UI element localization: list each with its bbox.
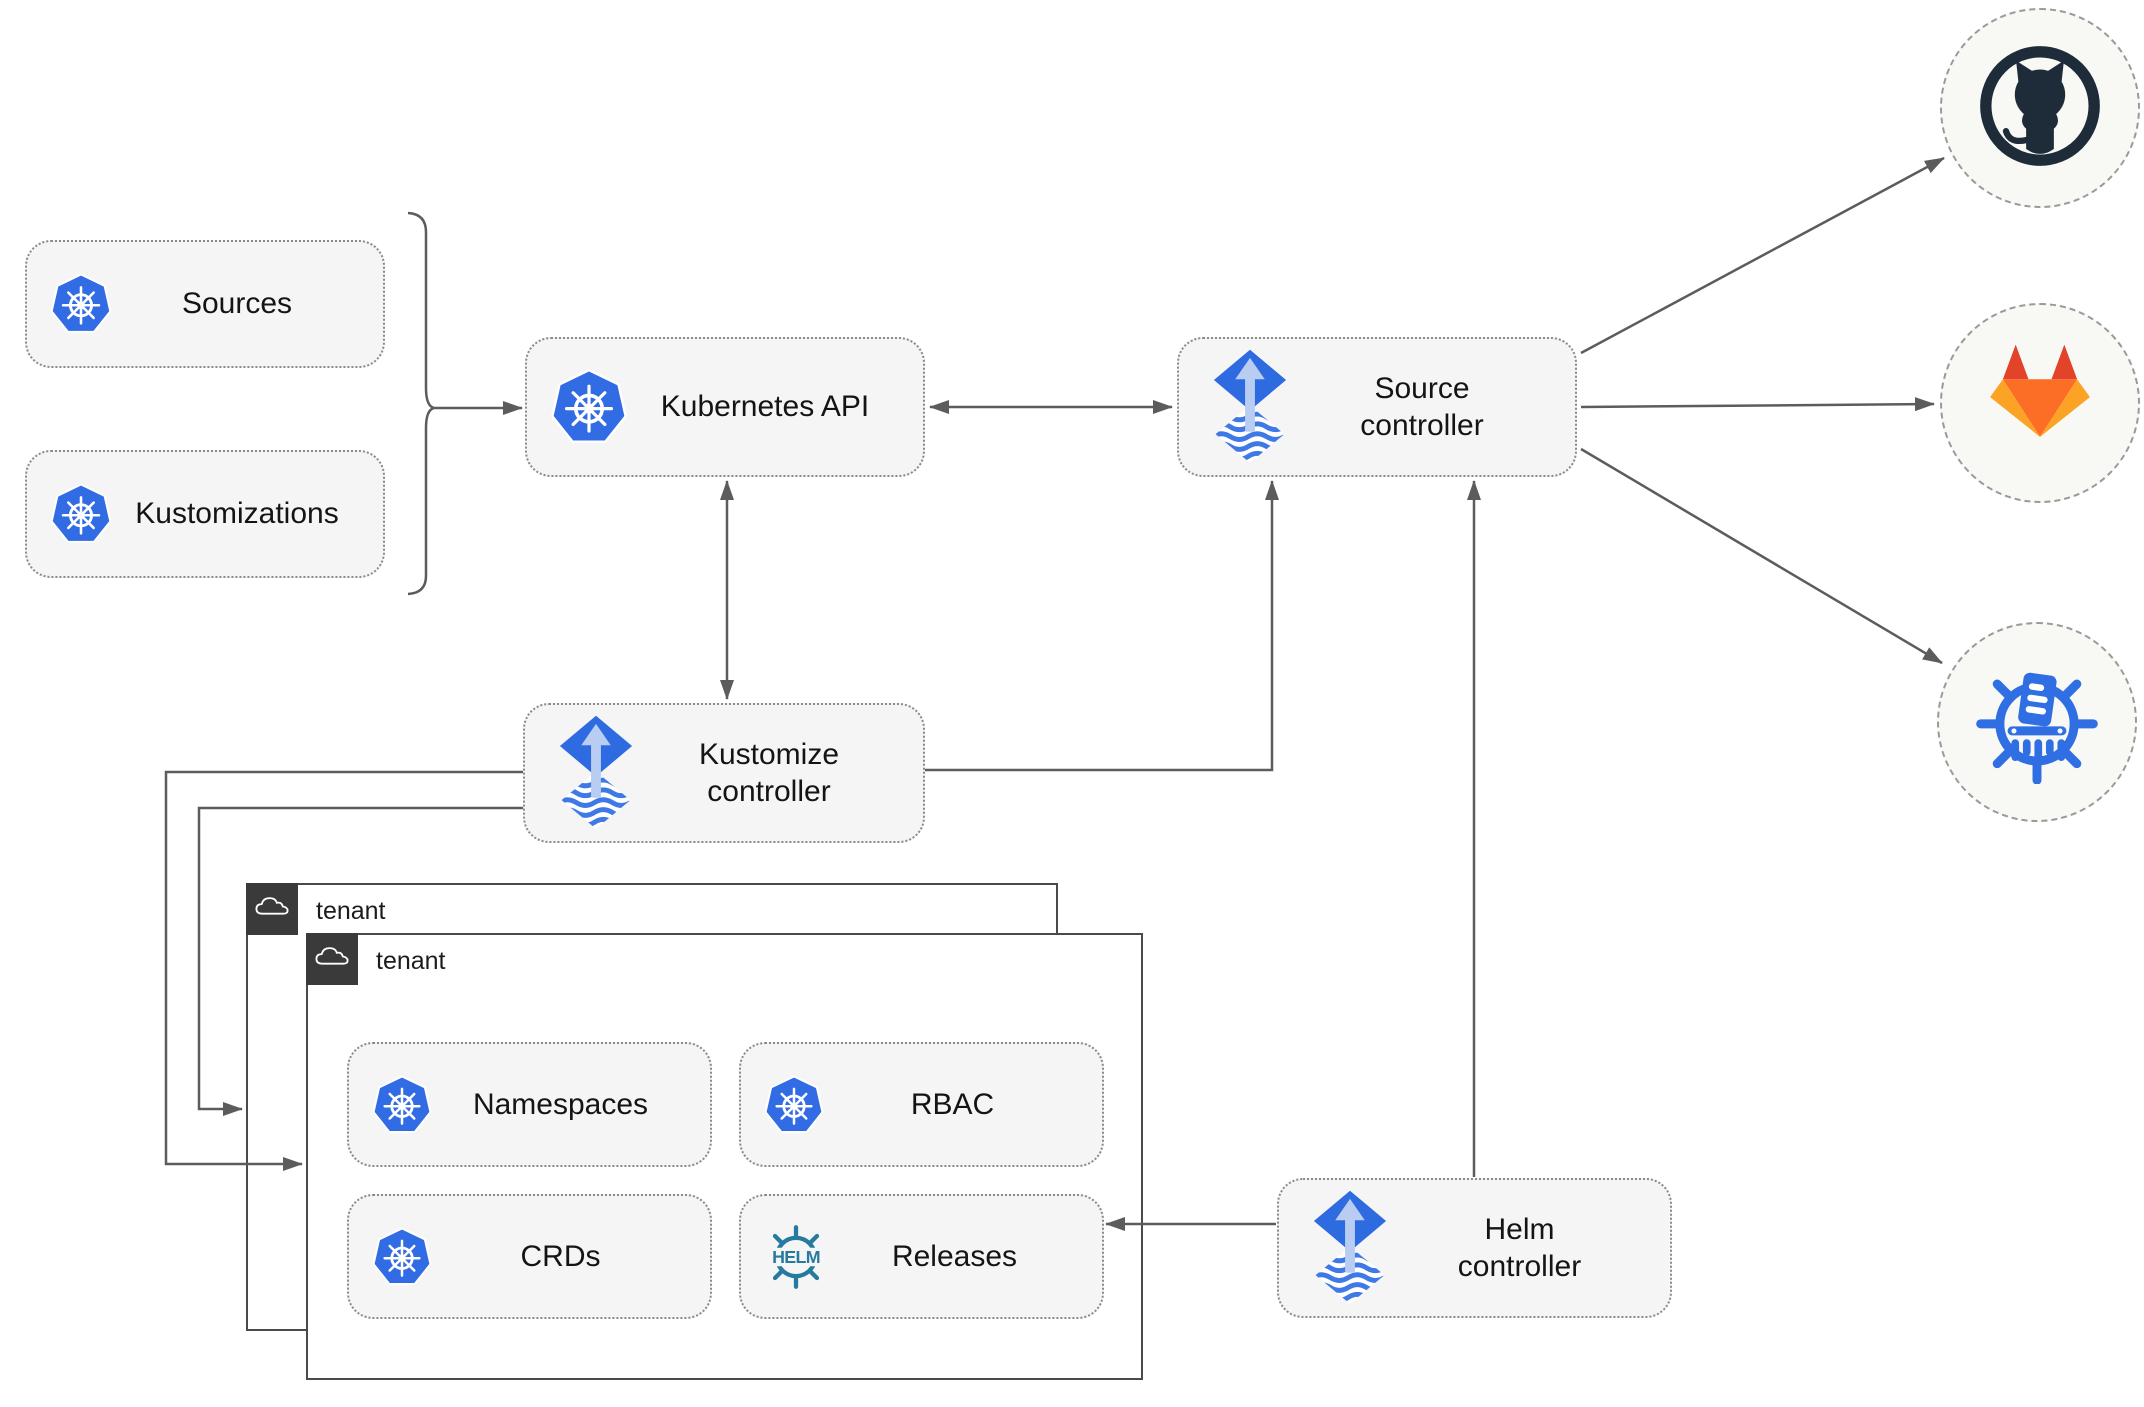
node-label: Kubernetes API	[660, 390, 870, 424]
kubernetes-icon	[49, 482, 113, 546]
node-source-controller: Source controller	[1177, 337, 1577, 477]
tenant-header	[305, 932, 358, 985]
node-label: Namespaces	[472, 1087, 649, 1121]
kubernetes-icon	[549, 367, 629, 447]
node-label: Helm controller	[1391, 1211, 1648, 1286]
helm-icon	[763, 1224, 829, 1290]
kubernetes-icon	[371, 1074, 433, 1136]
external-target-harbor	[1937, 622, 2137, 822]
flux-icon	[1309, 1189, 1391, 1308]
github-logo-icon	[1977, 43, 2103, 174]
node-label-line1: Kustomize	[698, 737, 840, 771]
tenant-label: tenant	[376, 947, 446, 975]
node-label: Kustomize controller	[637, 736, 901, 811]
cloud-icon	[254, 893, 290, 925]
kubernetes-icon	[763, 1074, 825, 1136]
node-label-line1: Source	[1374, 371, 1470, 405]
node-kustomizations: Kustomizations	[25, 450, 385, 578]
external-target-github	[1940, 8, 2140, 208]
flux-icon	[1209, 348, 1291, 467]
node-label: CRDs	[520, 1239, 601, 1273]
connector-kustomize-to-source	[925, 480, 1279, 772]
arrow-source-to-harbor	[1580, 447, 1943, 665]
node-releases: Releases	[739, 1194, 1104, 1319]
kubernetes-icon	[371, 1226, 433, 1288]
node-label-line1: Helm	[1484, 1212, 1555, 1246]
harbor-registry-logo-icon	[1973, 656, 2101, 789]
node-label-line2: controller	[707, 775, 831, 808]
node-kustomize-controller: Kustomize controller	[523, 703, 925, 843]
node-label: Kustomizations	[135, 497, 339, 531]
kubernetes-icon	[49, 272, 113, 336]
tenant-container-front: tenant Namespaces RBAC CRDs Releases	[305, 932, 1143, 1380]
node-helm-controller: Helm controller	[1277, 1178, 1672, 1318]
node-label-line2: controller	[1360, 409, 1484, 442]
node-label: Source controller	[1291, 370, 1553, 445]
node-sources: Sources	[25, 240, 385, 368]
cloud-icon	[314, 943, 350, 975]
node-label: Releases	[891, 1239, 1018, 1273]
arrow-source-to-gitlab	[1580, 397, 1935, 412]
node-crds: CRDs	[347, 1194, 712, 1319]
node-kubernetes-api: Kubernetes API	[525, 337, 925, 477]
arrow-source-to-github	[1580, 156, 1945, 355]
external-target-gitlab	[1940, 303, 2140, 503]
node-rbac: RBAC	[739, 1042, 1104, 1167]
node-label: Sources	[181, 287, 293, 321]
node-label-line2: controller	[1457, 1250, 1582, 1283]
tenant-header	[245, 882, 298, 935]
brace-sources-kustomizations	[407, 211, 435, 596]
node-namespaces: Namespaces	[347, 1042, 712, 1167]
node-label: RBAC	[910, 1087, 995, 1121]
flux-icon	[555, 714, 637, 833]
gitlab-logo-icon	[1976, 337, 2104, 470]
tenant-label: tenant	[316, 897, 386, 925]
